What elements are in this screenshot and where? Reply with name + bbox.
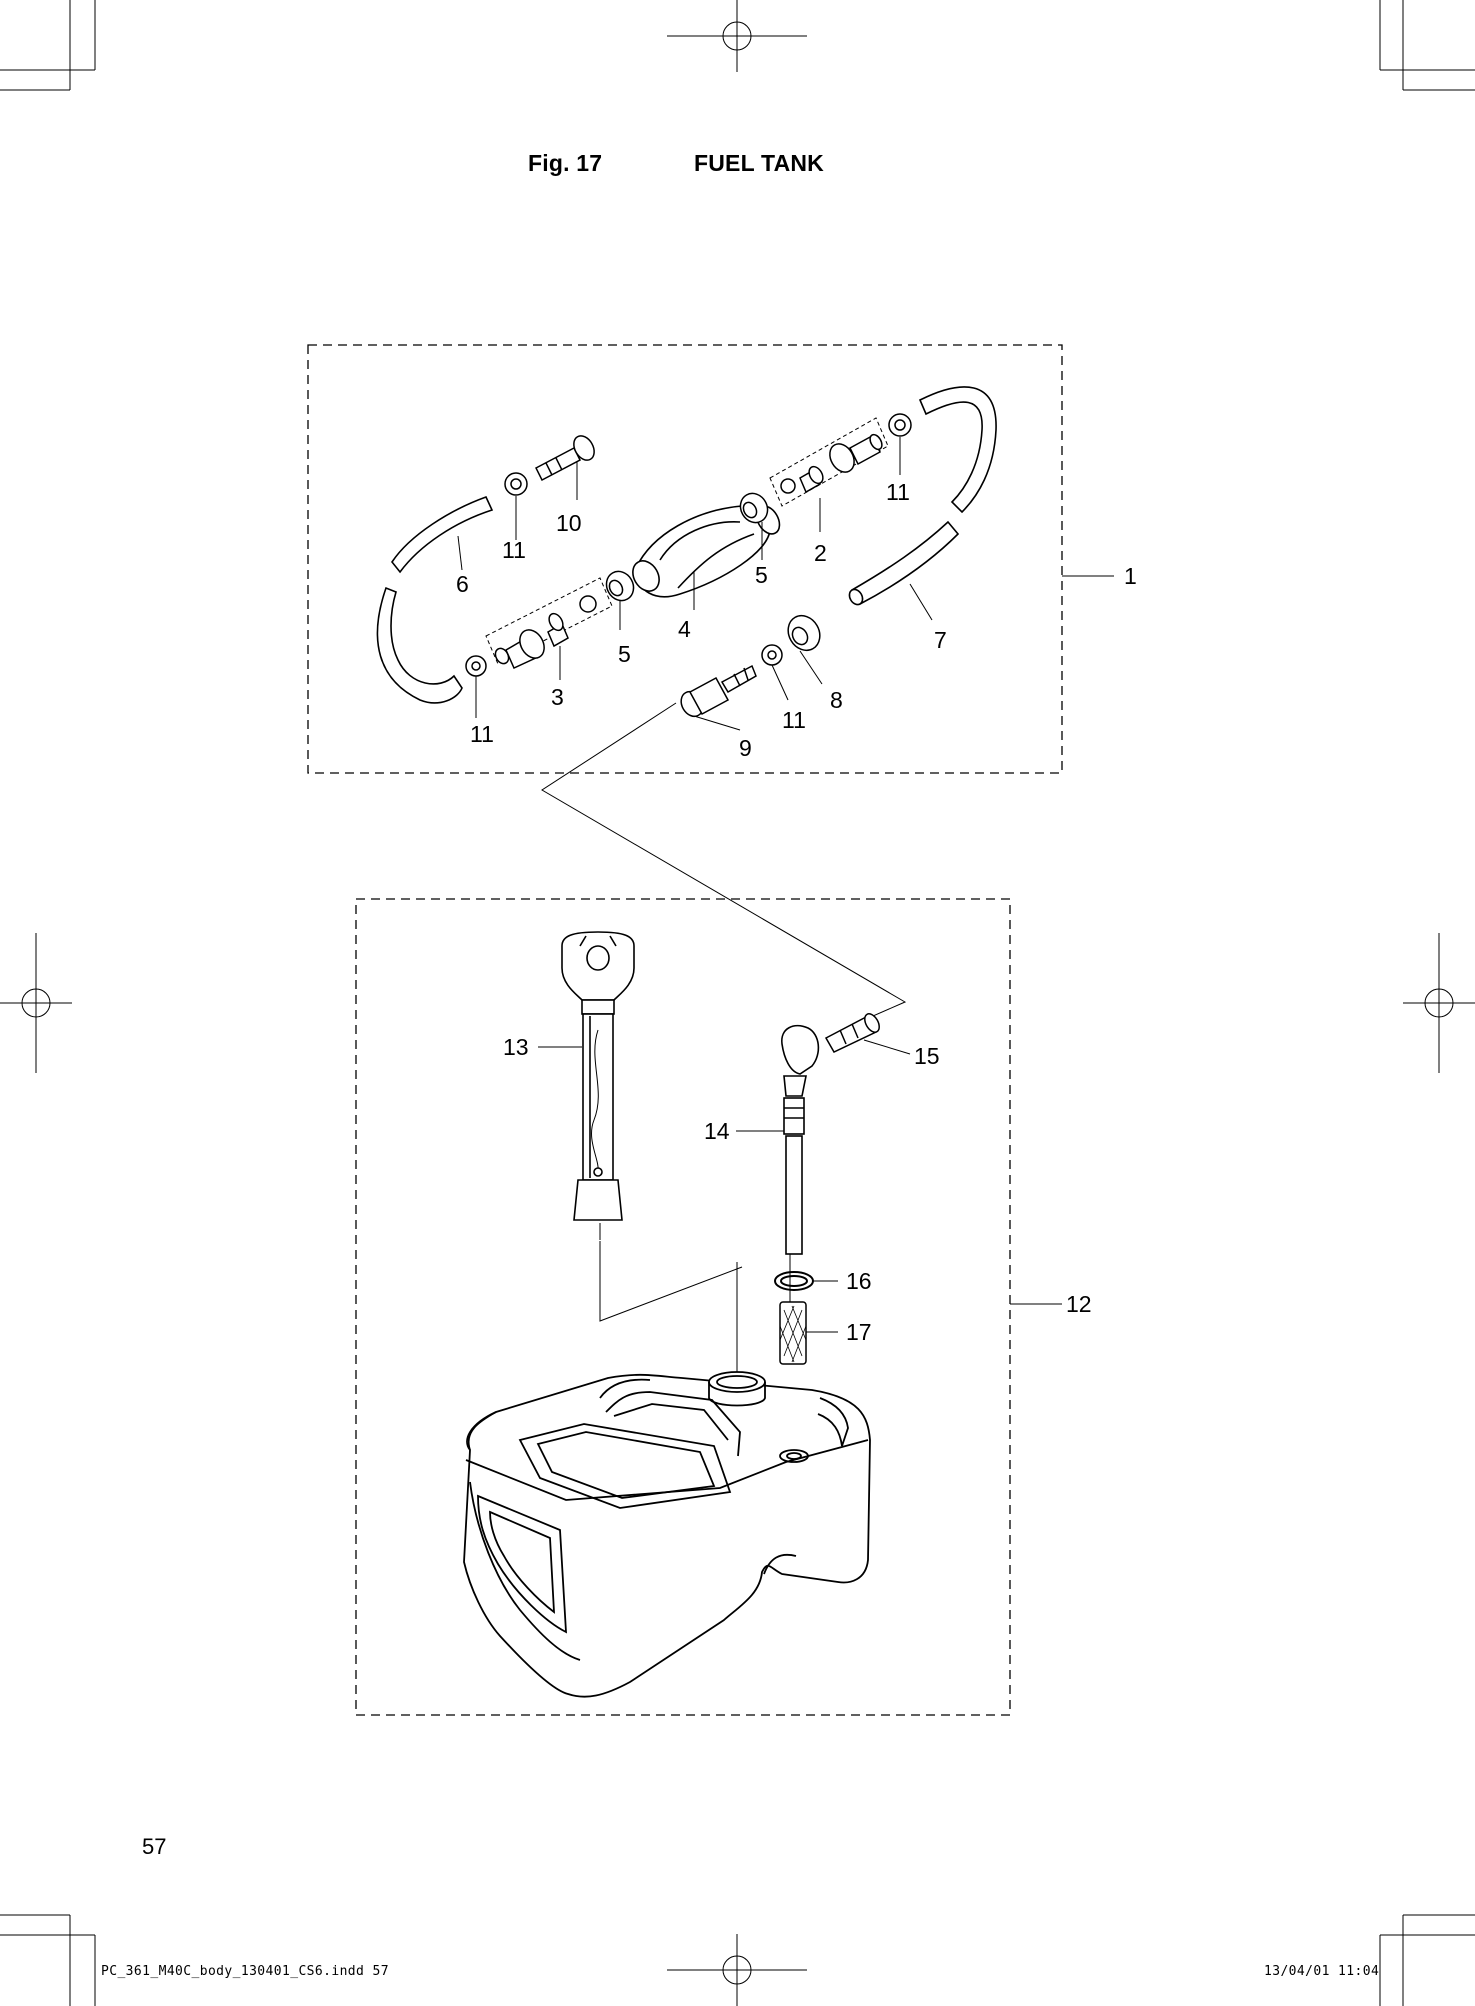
hose-clip-11-b [465, 655, 487, 677]
page-number: 57 [142, 1834, 167, 1859]
hose-adapter-8 [787, 614, 821, 652]
callout-8: 8 [830, 687, 843, 713]
callout-12: 12 [1066, 1291, 1092, 1317]
sleeve-5-left [605, 570, 635, 602]
callout-7: 7 [934, 627, 947, 653]
hose-clip-11-a [504, 472, 528, 496]
pickup-tube-14 [781, 1024, 820, 1255]
callout-leader-lines [457, 437, 1114, 1333]
callout-11-a: 11 [502, 537, 526, 563]
registration-mark-left [0, 933, 72, 1073]
elbow-nipple-15 [824, 1013, 880, 1053]
o-ring-16 [774, 1271, 814, 1291]
registration-mark-top [667, 0, 807, 72]
callout-5-right: 5 [755, 562, 768, 588]
callout-17: 17 [846, 1319, 872, 1345]
fuel-hose-7 [848, 520, 960, 606]
print-timestamp: 13/04/01 11:04 [1264, 1964, 1380, 1979]
callout-13: 13 [503, 1034, 529, 1060]
callout-4: 4 [678, 616, 691, 642]
fuel-hose-6 [376, 495, 494, 704]
figure-title: FUEL TANK [694, 150, 824, 176]
connector-3 [494, 595, 597, 669]
fuel-line-group-box [307, 344, 1063, 774]
callout-6: 6 [456, 571, 469, 597]
callout-11-c: 11 [886, 479, 910, 505]
callout-5-left: 5 [618, 641, 631, 667]
callout-11-b: 11 [470, 721, 494, 747]
assembly-leader-lines [541, 702, 907, 1380]
strainer-17 [779, 1301, 807, 1365]
hose-nipple-10 [535, 435, 595, 482]
sleeve-5-right [739, 492, 769, 524]
connector-2 [780, 433, 883, 494]
callout-1: 1 [1124, 563, 1137, 589]
fuel-tank-12 [463, 1371, 871, 1698]
fuel-hose-upper-right [918, 386, 997, 514]
registration-mark-bottom [667, 1934, 807, 2006]
figure-number: Fig. 17 [528, 150, 603, 176]
callout-16: 16 [846, 1268, 872, 1294]
registration-mark-right [1403, 933, 1475, 1073]
fuel-gauge-13 [561, 931, 635, 1221]
hose-clip-11-d [761, 644, 783, 666]
callout-3: 3 [551, 684, 564, 710]
connector-assembly-3-box [485, 577, 613, 665]
callout-11-d: 11 [782, 707, 806, 733]
connector-9 [680, 664, 757, 718]
callout-15: 15 [914, 1043, 940, 1069]
callout-10: 10 [556, 510, 582, 536]
callout-2: 2 [814, 540, 827, 566]
hose-clip-11-c [888, 413, 912, 437]
callout-9: 9 [739, 735, 752, 761]
callout-14: 14 [704, 1118, 730, 1144]
file-slug: PC_361_M40C_body_130401_CS6.indd 57 [101, 1964, 389, 1979]
